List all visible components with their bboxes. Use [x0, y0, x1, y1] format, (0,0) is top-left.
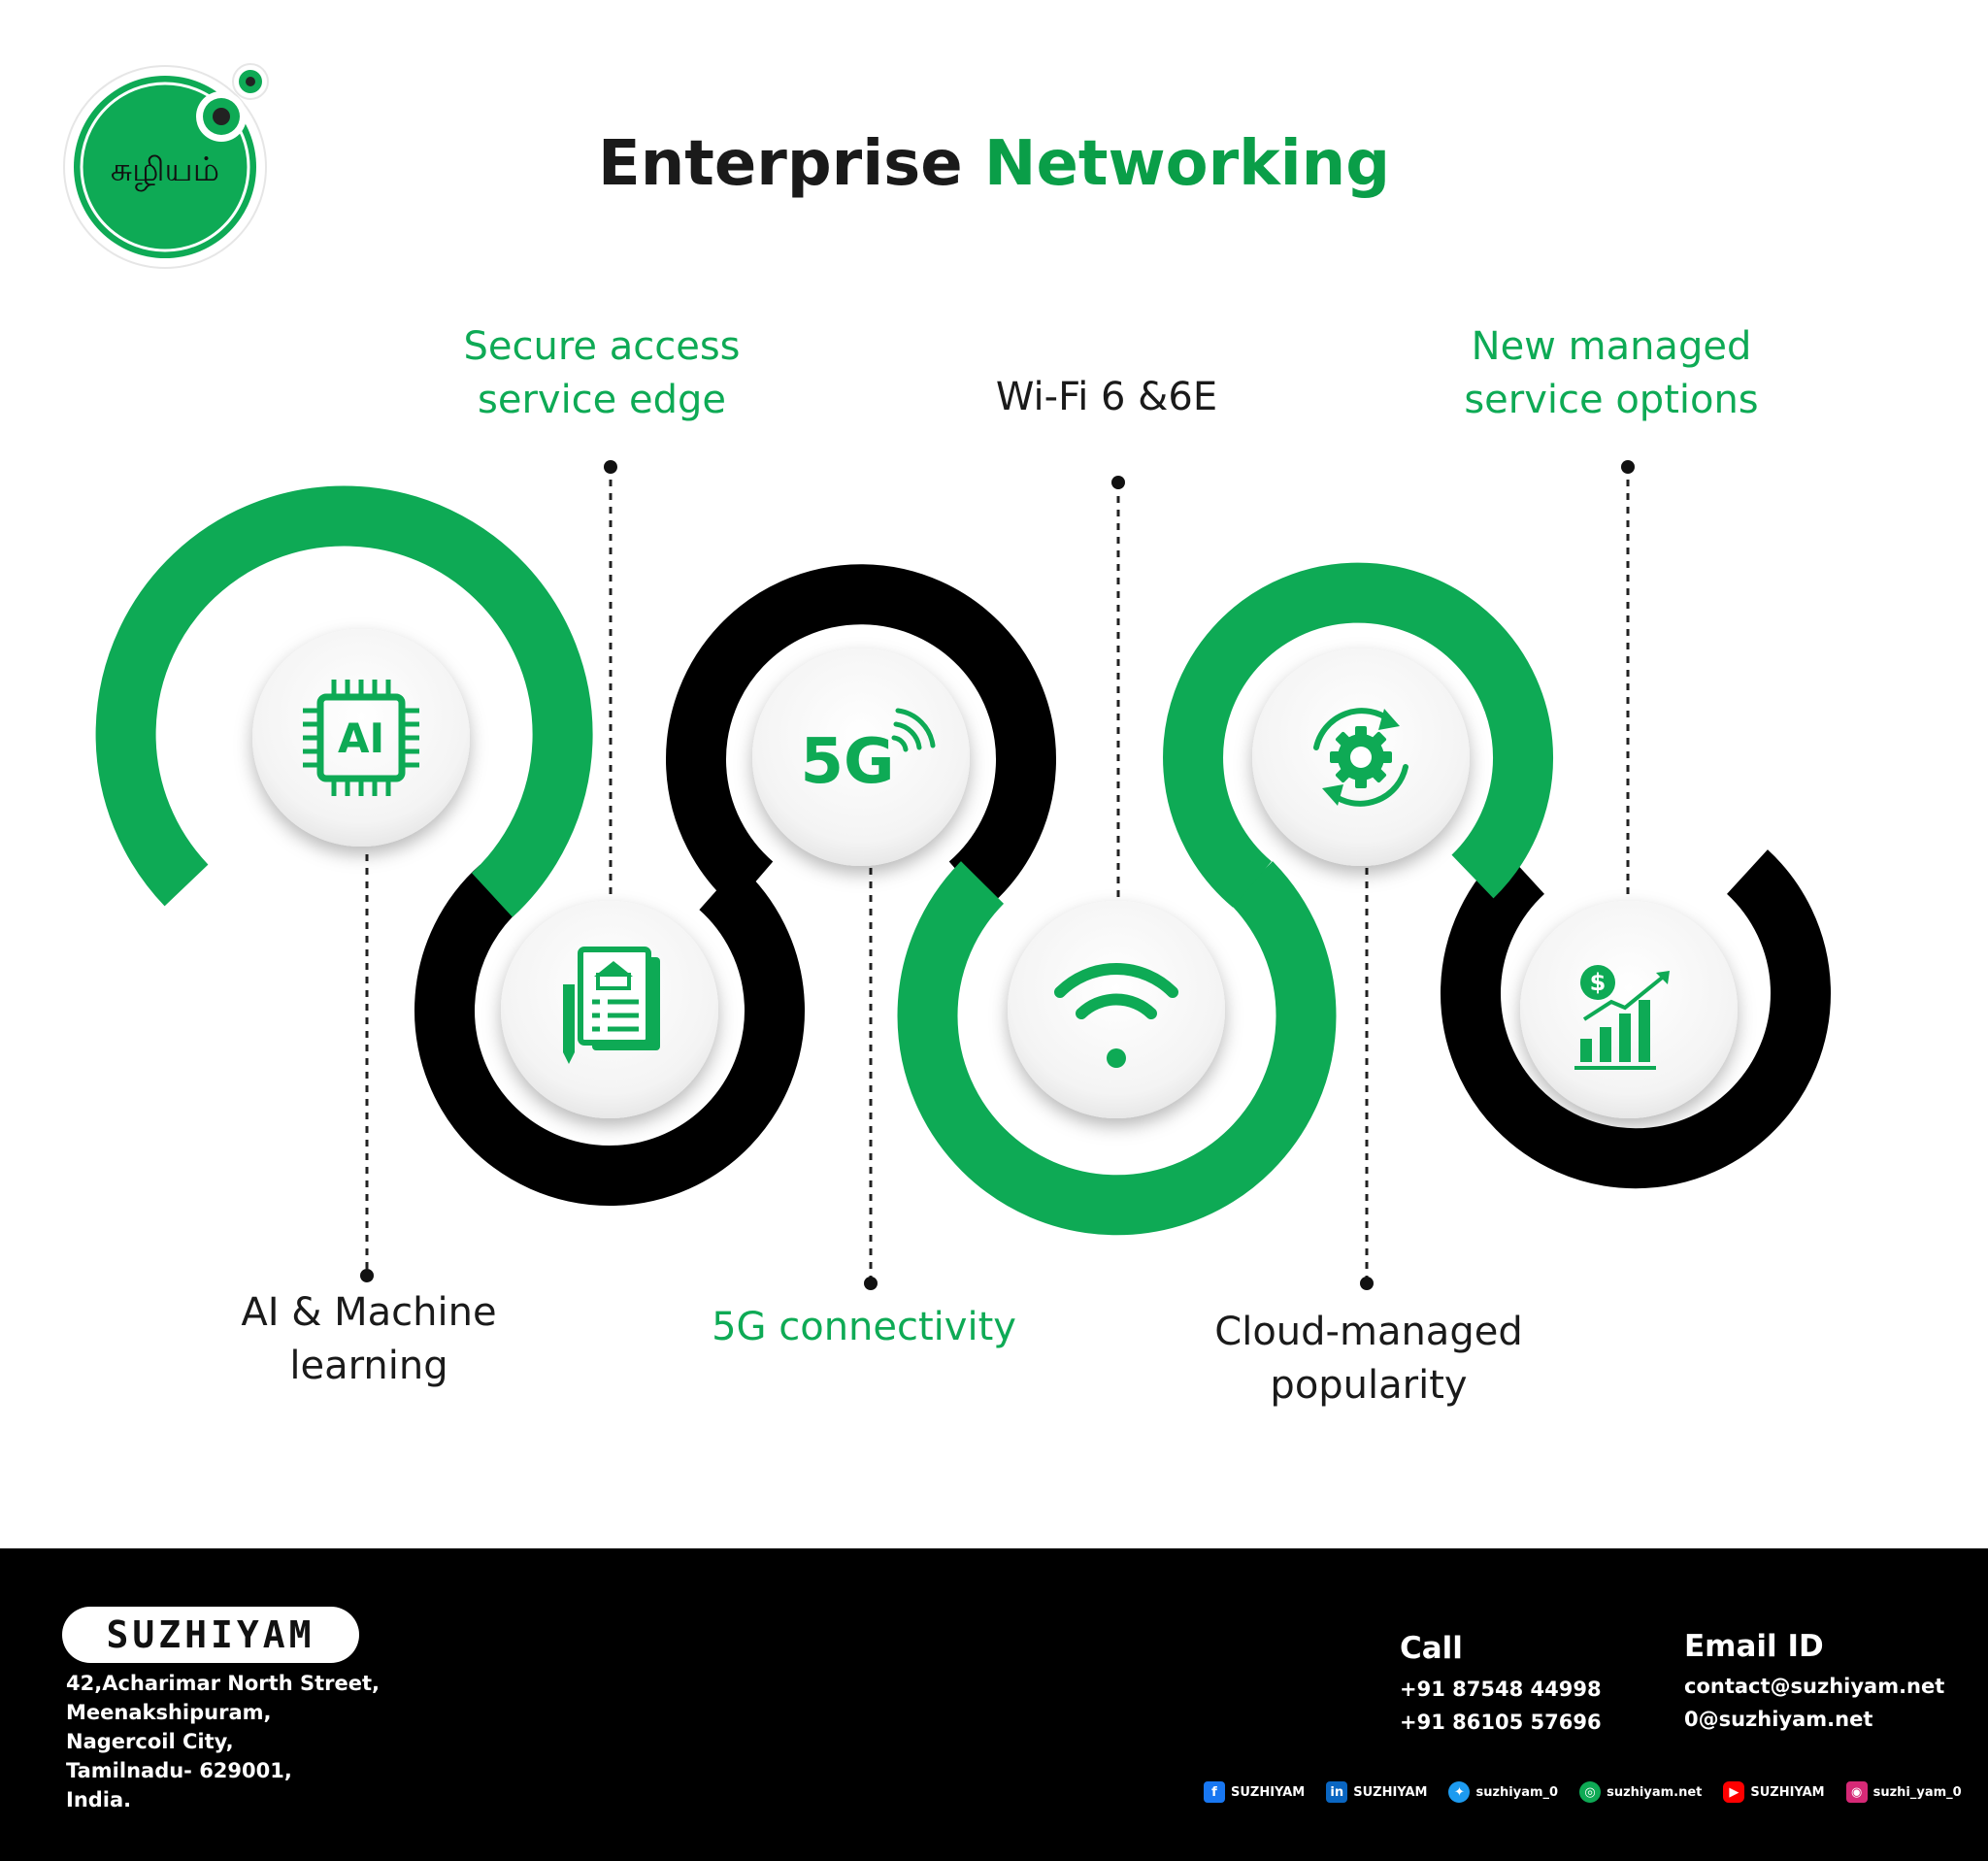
social-links: f SUZHIYAM in SUZHIYAM ✦ suzhiyam_0 ◎ su… [1204, 1781, 1962, 1803]
website-icon: ◎ [1579, 1781, 1602, 1803]
label-cloud-managed: Cloud-managed popularity [1214, 1310, 1523, 1408]
social-twitter[interactable]: ✦ suzhiyam_0 [1448, 1781, 1558, 1803]
call-heading: Call [1400, 1631, 1463, 1666]
title-part-1: Enterprise [597, 128, 963, 200]
youtube-icon: ▶ [1723, 1781, 1745, 1803]
twitter-icon: ✦ [1448, 1781, 1471, 1803]
social-linkedin[interactable]: in SUZHIYAM [1326, 1781, 1427, 1803]
page-title: Enterprise Networking [0, 128, 1988, 200]
connector-dots [360, 460, 1635, 1290]
circle-ai [252, 629, 470, 847]
email-2[interactable]: 0@suzhiyam.net [1684, 1708, 1873, 1731]
label-5g-connectivity: 5G connectivity [712, 1305, 1016, 1349]
social-youtube[interactable]: ▶ SUZHIYAM [1723, 1781, 1825, 1803]
cloud-gear-sync-icon [1313, 708, 1408, 807]
svg-text:$: $ [1590, 969, 1607, 996]
circle-wifi [1008, 901, 1225, 1118]
5g-signal-icon: 5G [800, 708, 936, 798]
email-list: contact@suzhiyam.net 0@suzhiyam.net [1684, 1670, 1944, 1736]
title-part-2: Networking [983, 128, 1391, 200]
wifi-icon [1054, 962, 1178, 1068]
circle-5g [752, 648, 970, 866]
phone-2[interactable]: +91 86105 57696 [1400, 1711, 1602, 1734]
footer-brand-text: SUZHIYAM [106, 1613, 315, 1656]
logo-text: சுழியம் [111, 150, 219, 191]
label-secure-access: Secure access service edge [463, 324, 741, 422]
facebook-icon: f [1204, 1781, 1225, 1803]
social-facebook[interactable]: f SUZHIYAM [1204, 1781, 1305, 1803]
networking-diagram: AI 5G [95, 460, 1831, 1290]
footer-address: 42,Acharimar North Street, Meenakshipura… [66, 1672, 380, 1811]
phone-list: +91 87548 44998 +91 86105 57696 [1400, 1673, 1602, 1739]
ai-chip-icon: AI [303, 680, 419, 796]
phone-1[interactable]: +91 87548 44998 [1400, 1678, 1602, 1701]
circle-growth [1520, 901, 1738, 1118]
linkedin-icon: in [1326, 1781, 1348, 1803]
instagram-icon: ◉ [1845, 1781, 1868, 1803]
5g-text: 5G [800, 726, 894, 798]
ring-green-3 [1163, 562, 1554, 908]
email-heading: Email ID [1684, 1629, 1824, 1664]
growth-chart-dollar-icon: $ [1574, 965, 1670, 1070]
suzhiyam-logo-icon: சுழியம் [63, 63, 269, 269]
ring-black-3 [1441, 849, 1831, 1189]
ring-black-1 [414, 864, 805, 1206]
ring-black-2 [666, 564, 1056, 908]
ring-green-1 [95, 485, 593, 917]
social-website[interactable]: ◎ suzhiyam.net [1579, 1781, 1702, 1803]
social-instagram[interactable]: ◉ suzhi_yam_0 [1845, 1781, 1962, 1803]
email-1[interactable]: contact@suzhiyam.net [1684, 1675, 1945, 1698]
ai-chip-text: AI [338, 714, 384, 762]
label-new-managed: New managed service options [1464, 324, 1759, 422]
document-checklist-icon [563, 947, 660, 1064]
ring-green-2 [897, 861, 1337, 1236]
footer-brand-logo: SUZHIYAM [62, 1607, 359, 1663]
label-wifi: Wi-Fi 6 &6E [995, 375, 1218, 419]
footer: SUZHIYAM 42,Acharimar North Street, Meen… [0, 1548, 1988, 1861]
label-ai-machine-learning: AI & Machine learning [241, 1290, 497, 1388]
connectors [365, 466, 1630, 1281]
